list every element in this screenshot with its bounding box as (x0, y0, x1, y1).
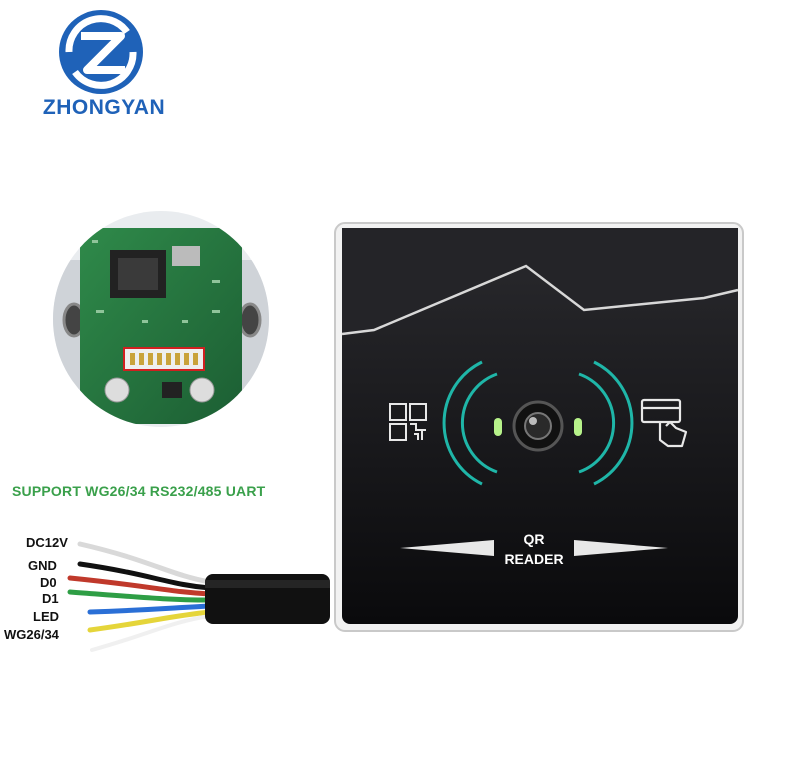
wire-label-led: LED (33, 609, 59, 624)
support-protocols-text: SUPPORT WG26/34 RS232/485 UART (12, 483, 266, 499)
pcb-board-image (53, 211, 269, 427)
zhongyan-logo-icon (59, 10, 143, 94)
device-label-reader: READER (504, 551, 563, 567)
cable-image (67, 541, 330, 652)
wire-label-d0: D0 (40, 575, 57, 590)
camera-lens-icon (512, 400, 564, 452)
wire-label-dc12v: DC12V (26, 535, 68, 550)
qr-code-icon (389, 403, 427, 441)
wire-label-gnd: GND (28, 558, 57, 573)
wire-label-d1: D1 (42, 591, 59, 606)
brand-name: ZHONGYAN (42, 96, 166, 119)
card-tap-icon (640, 398, 688, 448)
device-label-qr: QR (524, 531, 545, 547)
qr-reader-device-image: QR READER (334, 222, 744, 632)
wire-label-wg26-34: WG26/34 (4, 627, 59, 642)
